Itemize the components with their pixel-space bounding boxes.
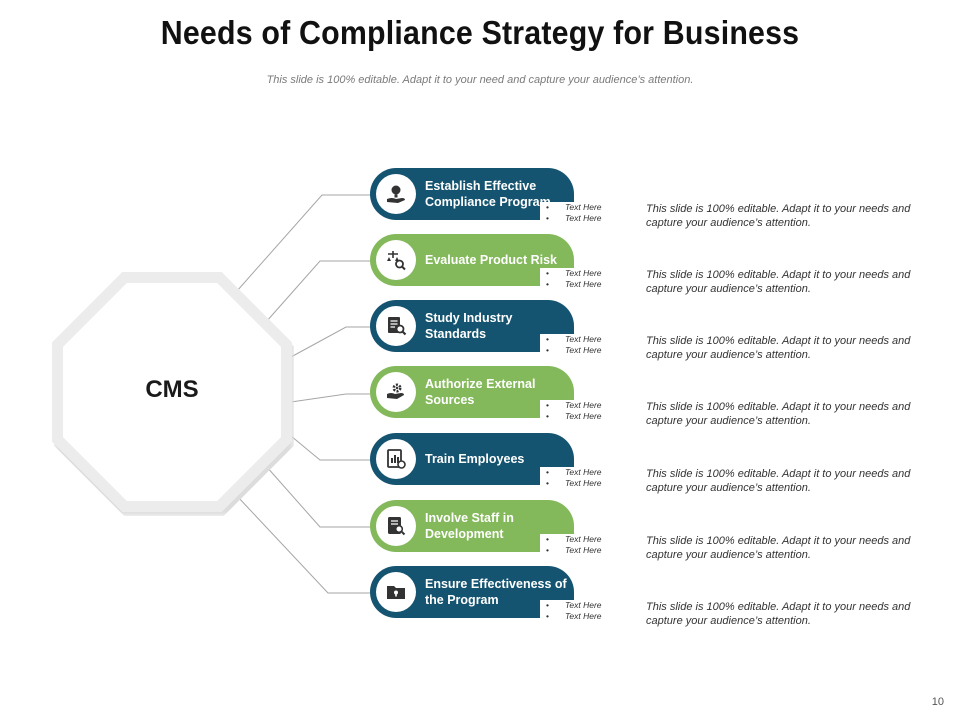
slide-title: Needs of Compliance Strategy for Busines… xyxy=(160,14,800,51)
item-description-2: This slide is 100% editable. Adapt it to… xyxy=(646,269,911,295)
folder-lock-icon xyxy=(376,572,416,612)
item-description-5: This slide is 100% editable. Adapt it to… xyxy=(646,468,911,494)
book-search-icon xyxy=(376,506,416,546)
item-row-3: Study Industry Standards Text Here Text … xyxy=(370,300,930,361)
connector-line-3 xyxy=(290,326,370,358)
item-pill-6: Involve Staff in Development xyxy=(370,500,574,552)
connector-line-7 xyxy=(236,495,370,594)
bullet-item: Text Here xyxy=(546,411,626,422)
bullet-item: Text Here xyxy=(546,478,626,489)
item-row-4: Authorize External Sources Text Here Tex… xyxy=(370,366,930,427)
idea-hand-icon xyxy=(376,174,416,214)
item-bullets-4: Text Here Text Here xyxy=(546,400,626,422)
slide-subtitle: This slide is 100% editable. Adapt it to… xyxy=(266,74,694,86)
item-bullets-3: Text Here Text Here xyxy=(546,334,626,356)
bullet-item: Text Here xyxy=(546,400,626,411)
item-description-4: This slide is 100% editable. Adapt it to… xyxy=(646,401,911,427)
bullet-item: Text Here xyxy=(546,545,626,556)
item-row-7: Ensure Effectiveness of the Program Text… xyxy=(370,566,930,627)
bullet-item: Text Here xyxy=(546,345,626,356)
item-bullets-7: Text Here Text Here xyxy=(546,600,626,622)
document-search-icon xyxy=(376,306,416,346)
bullet-item: Text Here xyxy=(546,268,626,279)
bullet-item: Text Here xyxy=(546,611,626,622)
item-description-6: This slide is 100% editable. Adapt it to… xyxy=(646,535,911,561)
item-row-6: Involve Staff in Development Text Here T… xyxy=(370,500,930,561)
item-description-3: This slide is 100% editable. Adapt it to… xyxy=(646,335,911,361)
connector-line-2 xyxy=(265,260,370,323)
item-label-3: Study Industry Standards xyxy=(425,311,513,341)
connector-line-1 xyxy=(236,194,370,292)
gear-hand-icon xyxy=(376,372,416,412)
item-label-6: Involve Staff in Development xyxy=(425,511,514,541)
item-pill-2: Evaluate Product Risk xyxy=(370,234,574,286)
item-row-1: Establish Effective Compliance Program T… xyxy=(370,168,930,229)
bullet-item: Text Here xyxy=(546,202,626,213)
item-label-4: Authorize External Sources xyxy=(425,377,536,407)
bullet-item: Text Here xyxy=(546,600,626,611)
item-row-2: Evaluate Product Risk Text Here Text Her… xyxy=(370,234,930,295)
item-label-7: Ensure Effectiveness of the Program xyxy=(425,577,567,607)
item-description-7: This slide is 100% editable. Adapt it to… xyxy=(646,601,911,627)
connector-line-6 xyxy=(265,465,370,528)
item-bullets-2: Text Here Text Here xyxy=(546,268,626,290)
bullet-item: Text Here xyxy=(546,467,626,478)
item-label-2: Evaluate Product Risk xyxy=(425,253,557,267)
bullet-item: Text Here xyxy=(546,534,626,545)
item-label-1: Establish Effective Compliance Program xyxy=(425,179,551,209)
bullet-item: Text Here xyxy=(546,213,626,224)
connector-line-5 xyxy=(290,435,370,461)
bullet-item: Text Here xyxy=(546,334,626,345)
center-octagon-inner: CMS xyxy=(63,283,281,501)
item-row-5: Train Employees Text Here Text Here This… xyxy=(370,433,930,494)
item-bullets-1: Text Here Text Here xyxy=(546,202,626,224)
item-description-1: This slide is 100% editable. Adapt it to… xyxy=(646,203,911,229)
item-bullets-6: Text Here Text Here xyxy=(546,534,626,556)
risk-scale-icon xyxy=(376,240,416,280)
chart-board-icon xyxy=(376,439,416,479)
connector-line-4 xyxy=(290,393,370,403)
bullet-item: Text Here xyxy=(546,279,626,290)
page-number: 10 xyxy=(931,696,944,708)
item-bullets-5: Text Here Text Here xyxy=(546,467,626,489)
center-label: CMS xyxy=(145,376,199,403)
item-label-5: Train Employees xyxy=(425,452,525,466)
